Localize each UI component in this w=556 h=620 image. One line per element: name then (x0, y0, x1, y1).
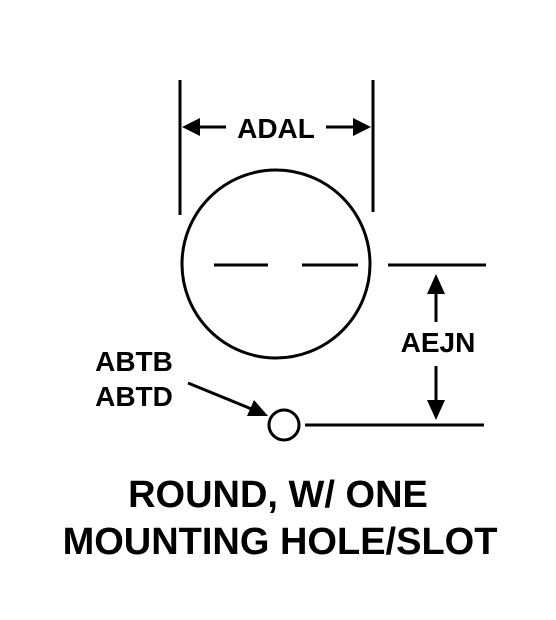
width-dimension-arrow-left (182, 118, 226, 136)
caption-line-2: MOUNTING HOLE/SLOT (63, 521, 498, 563)
hole-label-abtb: ABTB (95, 346, 173, 377)
hole-leader-arrow (187, 381, 268, 416)
height-dimension-arrow-down (427, 366, 445, 420)
mounting-hole (267, 408, 301, 442)
caption-line-1: ROUND, W/ ONE (128, 474, 428, 516)
width-dimension-label: ADAL (237, 113, 315, 144)
round-outline (180, 168, 372, 360)
width-dimension-arrow-right (326, 118, 371, 136)
hole-label-abtd: ABTD (95, 381, 173, 412)
height-dimension-label: AEJN (401, 327, 476, 358)
height-dimension-arrow-up (427, 274, 445, 322)
